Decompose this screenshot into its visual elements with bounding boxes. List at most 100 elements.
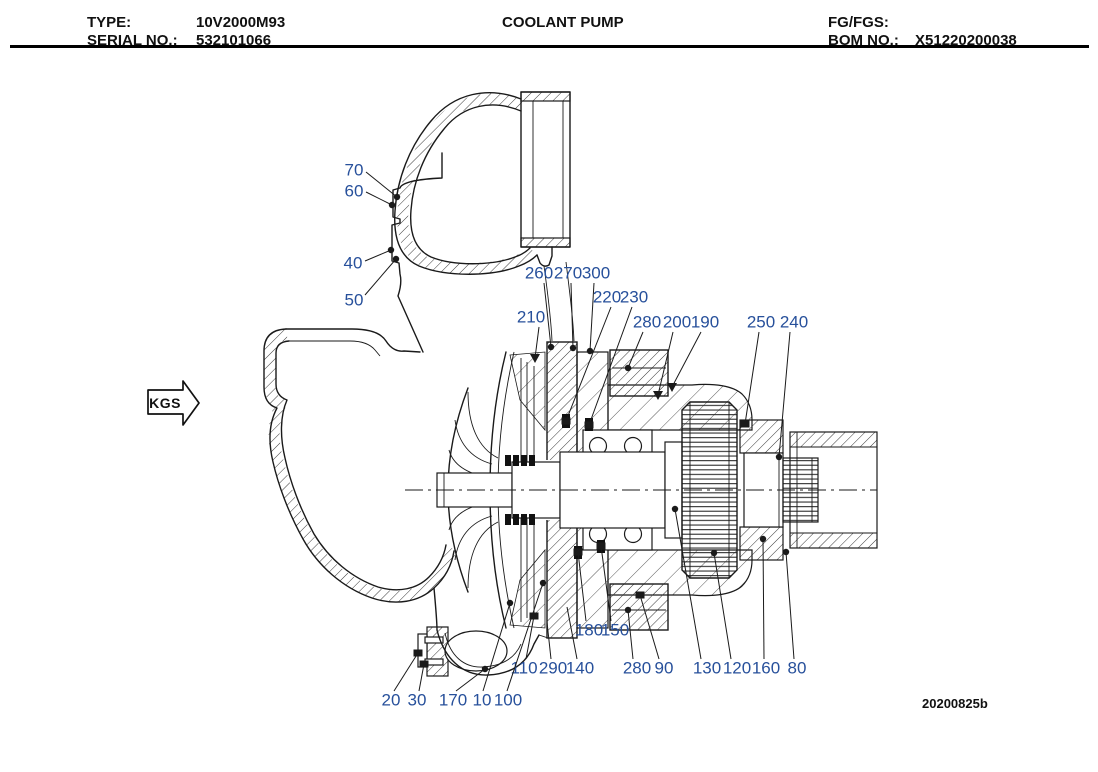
callout-300: 300 [582,264,610,355]
callout-80: 80 [782,548,807,678]
leader-marker [653,391,663,400]
callout-170: 170 [439,665,489,710]
leader-marker [529,612,539,620]
callout-label-50: 50 [345,291,364,310]
callout-10: 10 [473,599,514,710]
leader-marker [388,201,396,209]
callout-label-280-bottom: 280 [623,659,651,678]
leader-marker [393,193,401,201]
leader-marker [561,417,571,425]
drawing-code: 20200825b [922,696,988,711]
serial-label: SERIAL NO.: [87,32,178,49]
leader-marker [759,535,767,543]
callout-90: 90 [635,591,674,678]
callout-label-250: 250 [747,313,775,332]
leader-marker [413,649,423,657]
callout-label-190: 190 [691,313,719,332]
callout-220: 220 [561,288,621,425]
leader-marker [710,549,718,557]
volute-casing [263,328,457,631]
callout-label-110: 110 [510,659,537,678]
callout-280-top: 280 [612,313,666,372]
leader-marker [392,255,400,263]
callout-210: 210 [517,308,545,363]
leader-marker [481,665,489,673]
callout-label-170: 170 [439,691,467,710]
callout-270: 270 [554,264,582,352]
bom-value: X51220200038 [915,32,1017,49]
callout-140: 140 [566,606,594,678]
type-label: TYPE: [87,14,132,31]
callout-20: 20 [382,649,423,710]
callout-120: 120 [710,549,751,678]
callout-label-290: 290 [539,659,567,678]
leader-marker [635,591,645,599]
callout-label-120: 120 [723,659,751,678]
callout-label-240: 240 [780,313,808,332]
callout-150: 150 [596,542,629,640]
callout-label-150: 150 [601,621,629,640]
callout-label-80: 80 [788,659,807,678]
callout-160: 160 [752,535,780,678]
page-title: COOLANT PUMP [502,14,624,31]
callout-label-160: 160 [752,659,780,678]
callout-label-90: 90 [655,659,674,678]
callout-label-30: 30 [408,691,427,710]
header-divider [10,45,1089,48]
callout-label-40: 40 [344,254,363,273]
callout-label-210: 210 [517,308,545,327]
callout-label-100: 100 [494,691,522,710]
callout-label-280-top: 280 [633,313,661,332]
callout-label-230: 230 [620,288,648,307]
serial-value: 532101066 [196,32,272,49]
leader-marker [740,420,750,428]
leader-marker [624,364,632,372]
callout-180: 180 [573,548,603,640]
callout-230: 230 [584,288,648,429]
discharge-flange [520,91,571,248]
leader-marker [547,343,555,351]
leader-marker [586,347,594,355]
callout-280-bottom: 280 [612,606,666,678]
kgs-label: KGS [149,395,181,411]
callout-label-20: 20 [382,691,401,710]
leader-marker [387,246,395,254]
mounting-bracket [391,152,443,353]
callout-50: 50 [345,255,400,310]
type-value: 10V2000M93 [196,14,286,31]
impeller [447,351,546,629]
callout-label-10: 10 [473,691,492,710]
callout-label-180: 180 [575,621,603,640]
callout-label-140: 140 [566,659,594,678]
bom-label: BOM NO.: [828,32,899,49]
fg-label: FG/FGS: [828,14,889,31]
callout-30: 30 [408,660,429,710]
kgs-direction-arrow: KGS [147,380,200,426]
callout-label-60: 60 [345,182,364,201]
callout-290: 290 [539,621,567,678]
callout-label-300: 300 [582,264,610,283]
callout-label-220: 220 [593,288,621,307]
leader-marker [539,579,547,587]
leader-marker [530,354,540,363]
callout-40: 40 [344,246,395,273]
leader-marker [573,548,583,556]
leader-marker [782,548,790,556]
callout-60: 60 [345,182,396,209]
callout-label-260: 260 [525,264,553,283]
callout-70: 70 [345,161,401,201]
callout-label-200: 200 [663,313,691,332]
leader-marker [775,453,783,461]
callout-130: 130 [671,505,721,678]
callout-label-270: 270 [554,264,582,283]
callout-label-130: 130 [693,659,721,678]
callout-190: 190 [667,313,719,392]
callout-260: 260 [525,264,555,351]
leader-marker [667,383,677,392]
callout-200: 200 [653,313,691,400]
discharge-dome [394,92,575,342]
leader-marker [596,542,606,550]
callout-240: 240 [775,313,808,461]
